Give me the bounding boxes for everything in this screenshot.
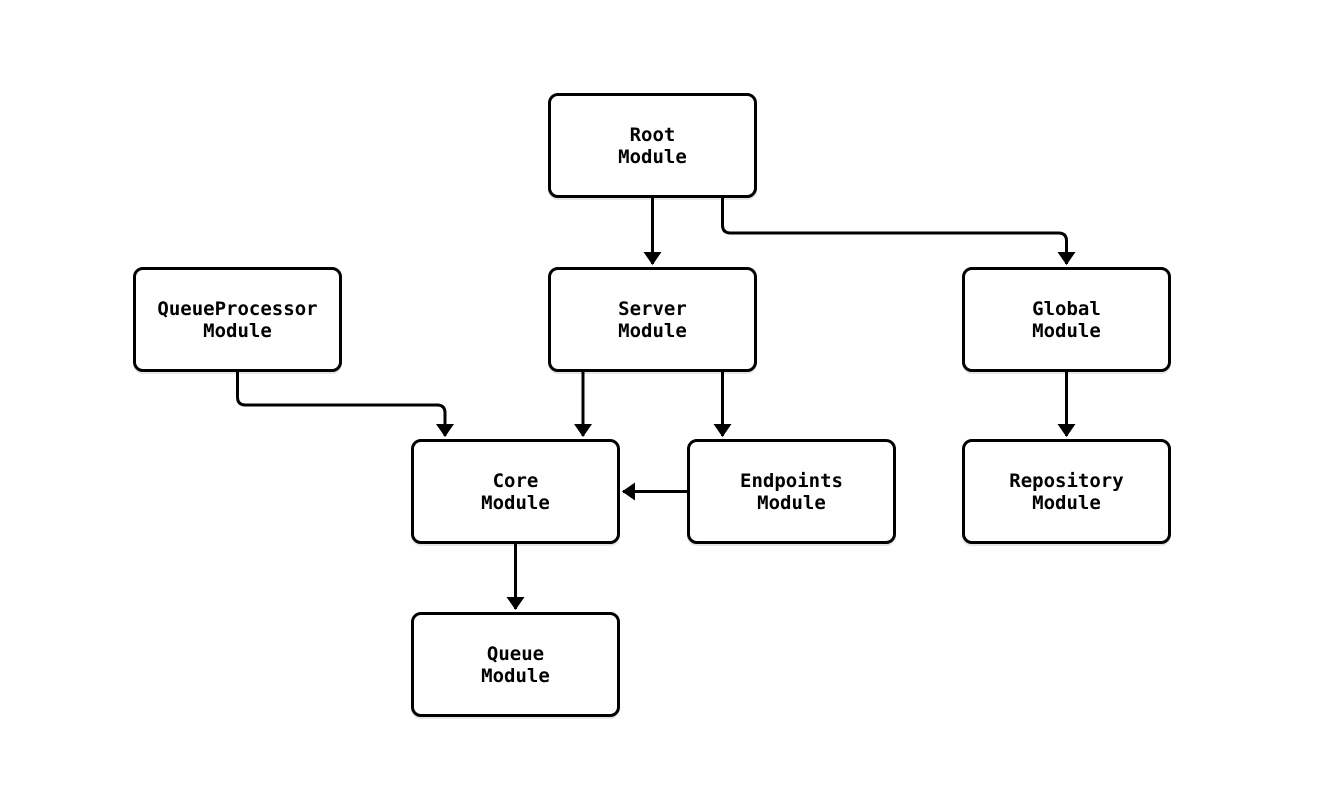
node-queue-module: Queue Module xyxy=(411,612,620,717)
node-core-module: Core Module xyxy=(411,439,620,544)
node-server-module-label: Server Module xyxy=(618,297,687,342)
node-repository-module: Repository Module xyxy=(962,439,1171,544)
node-root-module-label: Root Module xyxy=(618,123,687,168)
edge-queueprocessor-to-core xyxy=(236,372,454,437)
node-global-module: Global Module xyxy=(962,267,1171,372)
edge-root-to-global xyxy=(721,198,1076,265)
node-endpoints-module-label: Endpoints Module xyxy=(740,469,843,514)
node-repository-module-label: Repository Module xyxy=(1009,469,1124,514)
node-core-module-label: Core Module xyxy=(481,469,550,514)
node-endpoints-module: Endpoints Module xyxy=(687,439,896,544)
node-queueprocessor-module-label: QueueProcessor Module xyxy=(157,297,318,342)
node-queue-module-label: Queue Module xyxy=(481,642,550,687)
node-queueprocessor-module: QueueProcessor Module xyxy=(133,267,342,372)
node-root-module: Root Module xyxy=(548,93,757,198)
node-global-module-label: Global Module xyxy=(1032,297,1101,342)
node-server-module: Server Module xyxy=(548,267,757,372)
